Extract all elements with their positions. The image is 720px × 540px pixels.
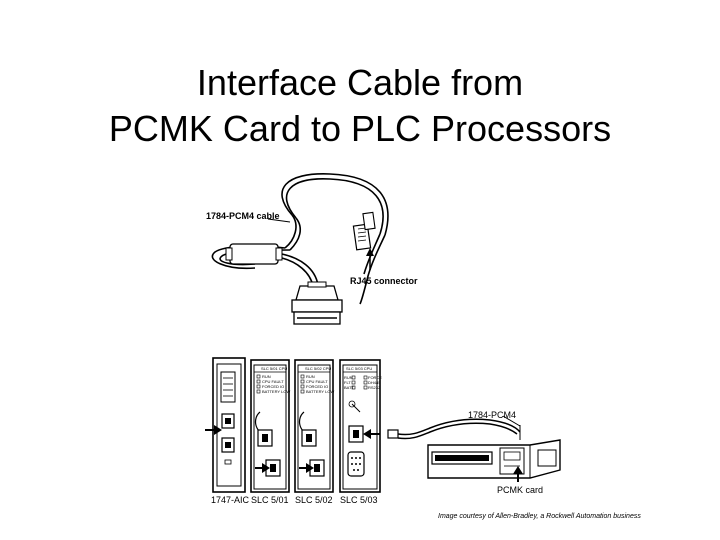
cable-junction-box: [229, 243, 279, 265]
slide-title: Interface Cable from PCMK Card to PLC Pr…: [0, 60, 720, 152]
slc502-led-forced: FORCED IO: [306, 384, 328, 389]
module-slc503-label: SLC 5/03: [340, 495, 378, 505]
slc501-led-run: RUN: [262, 374, 271, 379]
slc501-led-battery: BATTERY LOW: [262, 389, 290, 394]
slc503-led-dh485: DH485: [368, 380, 381, 385]
slc503-led-rs232: RS232: [368, 385, 381, 390]
module-slc502-label: SLC 5/02: [295, 495, 333, 505]
rj45-plug: [352, 211, 376, 251]
slc502-led-fault: CPU FAULT: [306, 379, 328, 384]
module-aic: [212, 357, 246, 493]
rj45-arrow: [366, 248, 374, 270]
slc503-led-force: FORCE: [368, 375, 382, 380]
cable-to-rj45: [359, 234, 386, 305]
slc502-leds: SLC 5/02 CPU RUN CPU FAULT FORCED IO BAT…: [305, 366, 334, 394]
slc501-header: SLC 5/01 CPU: [261, 366, 287, 371]
plc-rack: [205, 357, 561, 493]
slc503-led-flt: FLT: [344, 380, 351, 385]
slc503-leds: SLC 5/03 CPU RUN FLT BATT FORCE DH485 RS…: [344, 366, 382, 390]
slc503-header: SLC 5/03 CPU: [346, 366, 372, 371]
card-connector-head: [291, 281, 343, 325]
module-slc503: [339, 359, 381, 493]
module-slc501: [250, 359, 290, 493]
slc502-arrow: [299, 463, 314, 473]
slc501-arrow: [255, 463, 270, 473]
slc502-header: SLC 5/02 CPU: [305, 366, 331, 371]
title-line-1: Interface Cable from: [196, 62, 524, 103]
pcmk-arrow: [513, 466, 523, 482]
image-credit: Image courtesy of Allen-Bradley, a Rockw…: [438, 513, 641, 520]
slc503-arrow: [363, 429, 380, 439]
slc501-leds: SLC 5/01 CPU RUN CPU FAULT FORCED IO BAT…: [261, 366, 290, 394]
slc501-led-fault: CPU FAULT: [262, 379, 284, 384]
cable-label: 1784-PCM4 cable: [206, 211, 280, 221]
cable-to-card-connector: [281, 253, 319, 286]
pcmk-card-label: PCMK card: [497, 485, 543, 495]
pcmk-card: [427, 439, 561, 479]
module-slc501-label: SLC 5/01: [251, 495, 289, 505]
slc503-led-run: RUN: [344, 375, 353, 380]
pcm4-cable-figure: [211, 173, 389, 325]
title-line-2: PCMK Card to PLC Processors: [108, 108, 612, 149]
rj45-label: RJ45 connector: [350, 276, 418, 286]
slc502-led-battery: BATTERY LOW: [306, 389, 334, 394]
slc501-led-forced: FORCED IO: [262, 384, 284, 389]
slc502-led-run: RUN: [306, 374, 315, 379]
pcm4-label: 1784-PCM4: [468, 410, 516, 420]
slc503-led-batt: BATT: [344, 385, 354, 390]
aic-arrow: [205, 425, 222, 435]
module-aic-label: 1747-AIC: [211, 495, 250, 505]
cable-label-leader: [267, 218, 291, 223]
pcm4-link-cable: [387, 415, 521, 440]
cable-coil: [281, 173, 389, 251]
